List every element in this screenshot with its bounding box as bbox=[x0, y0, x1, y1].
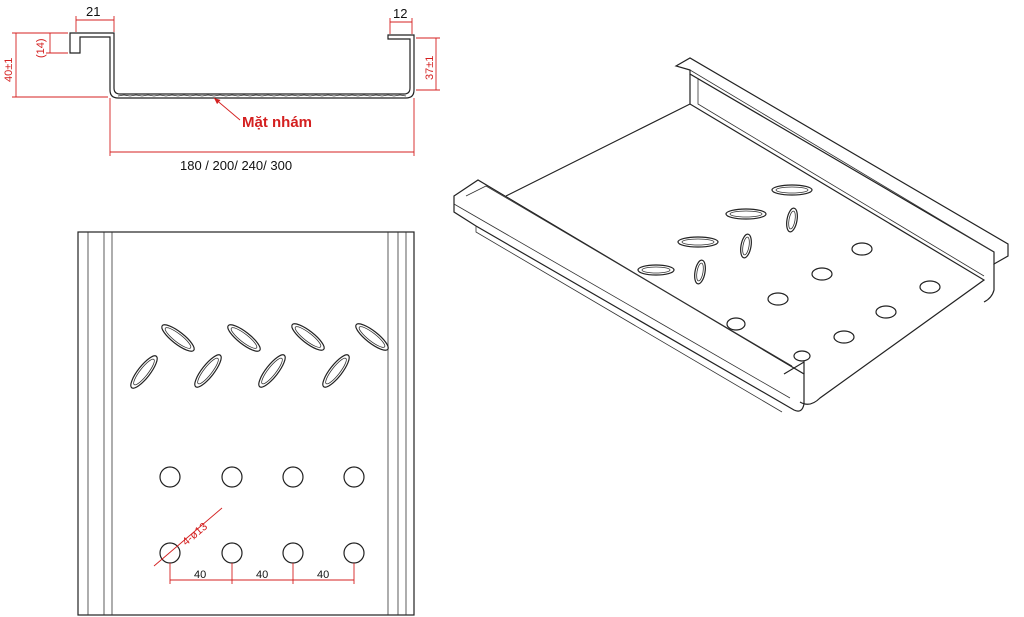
iso-base-plate bbox=[505, 103, 986, 405]
dim-40-label: 40±1 bbox=[3, 58, 15, 82]
rough-surface-note: Mặt nhám bbox=[242, 114, 312, 131]
iso-round-hole bbox=[919, 280, 941, 294]
plan-outline bbox=[77, 231, 415, 616]
round-hole bbox=[343, 466, 365, 488]
iso-back-flange-inner bbox=[689, 69, 995, 253]
iso-round-hole bbox=[875, 305, 897, 319]
slot-hole bbox=[130, 355, 158, 389]
iso-round-hole bbox=[767, 292, 789, 306]
dim-37-label: 37±1 bbox=[424, 56, 436, 80]
iso-round-hole bbox=[851, 242, 873, 256]
iso-round-hole bbox=[726, 317, 746, 331]
iso-front-flange bbox=[453, 179, 805, 412]
slot-hole bbox=[194, 354, 222, 388]
iso-slot-hole bbox=[725, 208, 767, 220]
iso-front-flange-inner-2 bbox=[465, 185, 793, 367]
iso-slot-hole bbox=[740, 233, 752, 259]
section-rough-surface bbox=[117, 94, 407, 97]
slot-hole bbox=[291, 323, 325, 351]
iso-slot-hole bbox=[771, 184, 813, 196]
spacing-label-3: 40 bbox=[317, 569, 329, 581]
iso-round-hole bbox=[833, 330, 855, 344]
iso-front-flange-lip bbox=[475, 226, 783, 413]
iso-round-hole bbox=[793, 350, 811, 362]
spacing-label-2: 40 bbox=[256, 569, 268, 581]
slot-hole bbox=[227, 324, 261, 352]
slot-hole bbox=[161, 324, 195, 352]
iso-front-flange-inner-1 bbox=[453, 203, 791, 399]
iso-slot-hole bbox=[677, 236, 719, 248]
iso-slot-hole bbox=[786, 207, 798, 233]
iso-round-holes bbox=[726, 242, 941, 362]
round-hole bbox=[282, 466, 304, 488]
width-options-label: 180 / 200/ 240/ 300 bbox=[180, 158, 292, 173]
slot-hole bbox=[355, 323, 389, 351]
iso-front-flange-end bbox=[783, 360, 805, 375]
slot-hole bbox=[258, 354, 286, 388]
round-hole bbox=[282, 542, 304, 564]
rough-surface-leader bbox=[213, 97, 241, 121]
round-hole bbox=[221, 542, 243, 564]
iso-slot-hole bbox=[694, 259, 706, 285]
dim-12-label: 12 bbox=[393, 6, 407, 21]
dim-21-label: 21 bbox=[86, 4, 100, 19]
round-hole bbox=[221, 466, 243, 488]
cross-section-view: 21 12 (14) 40±1 37±1 Mặt nhám 180 / 200/… bbox=[3, 4, 440, 173]
hole-callout-leader bbox=[153, 507, 223, 567]
spacing-label-1: 40 bbox=[194, 569, 206, 581]
slot-hole bbox=[322, 354, 350, 388]
iso-back-wall-line bbox=[697, 78, 985, 277]
iso-slot-hole bbox=[637, 264, 675, 276]
iso-back-wall bbox=[689, 74, 995, 303]
isometric-view bbox=[453, 57, 1009, 413]
section-profile-outer bbox=[69, 32, 415, 99]
plan-view: 4-ø13 40 40 40 bbox=[77, 231, 415, 616]
iso-round-hole bbox=[811, 267, 833, 281]
dim-14-label: (14) bbox=[35, 38, 47, 58]
hole-callout-label: 4-ø13 bbox=[180, 521, 210, 549]
round-hole bbox=[159, 466, 181, 488]
round-hole bbox=[343, 542, 365, 564]
